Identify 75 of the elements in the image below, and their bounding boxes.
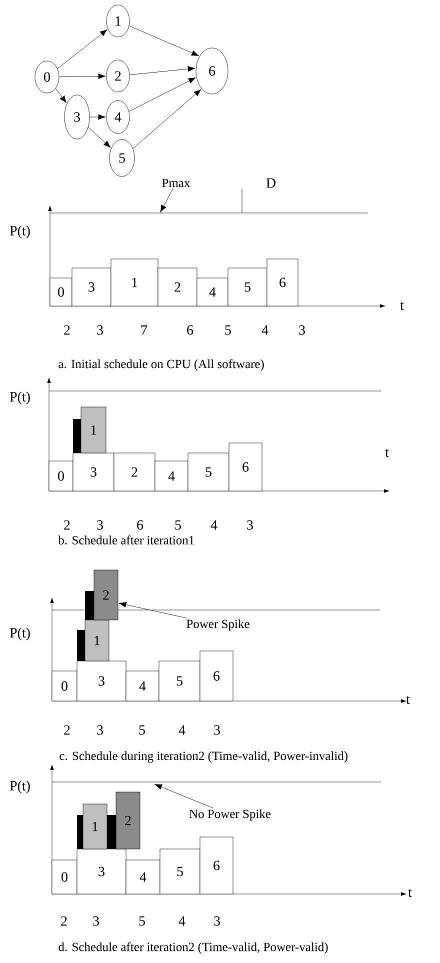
- caption: a. Initial schedule on CPU (All software): [58, 359, 264, 371]
- task-block: 0: [52, 670, 78, 702]
- task-block: 6: [200, 836, 234, 894]
- axis-label: 3: [247, 520, 253, 530]
- task-block: 6: [200, 650, 234, 702]
- annotation-text: Pmax: [162, 178, 190, 188]
- annotation-text: No Power Spike: [189, 809, 271, 821]
- axis-label: P(t): [10, 780, 30, 794]
- axis-label: t: [408, 888, 412, 897]
- axis-label: 2: [64, 325, 70, 335]
- task-block: 0: [52, 860, 78, 894]
- task-block: 4: [126, 670, 160, 702]
- axis-label: 4: [262, 325, 268, 335]
- axis-label: 3: [299, 325, 305, 335]
- axis-label: 4: [178, 725, 186, 735]
- axis-label: 5: [175, 520, 181, 530]
- arrow: [90, 114, 106, 120]
- axis-label: P(t): [10, 392, 30, 404]
- leader-line: [118, 602, 188, 618]
- task-block: 5: [158, 660, 200, 702]
- axis-label: 4: [210, 520, 218, 530]
- arrow: [88, 127, 111, 148]
- task-block: 4: [154, 460, 188, 492]
- task-block: 1: [82, 804, 108, 850]
- arrow: [59, 73, 106, 80]
- axis-label: 3: [214, 725, 220, 735]
- task-block: 6: [266, 258, 298, 306]
- axis-label: 5: [225, 325, 231, 335]
- task-block: 0: [50, 278, 72, 306]
- axis-label: t: [385, 448, 389, 457]
- task-block: 4: [126, 860, 160, 894]
- axis-label: 6: [137, 520, 144, 530]
- task-block: 6: [228, 442, 262, 492]
- arrow: [57, 29, 108, 69]
- task-block: 5: [160, 848, 200, 894]
- task-block: 4: [196, 278, 228, 306]
- arrow: [129, 66, 196, 76]
- axis-label: 3: [97, 325, 103, 335]
- axis-label: t: [400, 302, 404, 310]
- leader-line: [154, 784, 214, 808]
- axis-label: 3: [97, 520, 103, 530]
- arrow: [128, 77, 196, 112]
- annotation-text: Power Spike: [186, 619, 250, 631]
- axis-label: 4: [178, 916, 186, 926]
- axis-label: 6: [187, 325, 194, 335]
- axis-label: 2: [64, 725, 70, 735]
- task-block: 0: [48, 460, 74, 492]
- axis-label: P(t): [10, 628, 30, 640]
- task-block: 2: [158, 268, 198, 306]
- axis-label: 3: [214, 916, 220, 926]
- caption: d. Schedule after iteration2 (Time-valid, Power-valid): [58, 942, 328, 954]
- axis-label: 2: [61, 916, 67, 926]
- axis-label: D: [266, 178, 276, 188]
- task-block: 1: [110, 258, 158, 306]
- axis-label: 3: [93, 916, 99, 926]
- arrow: [128, 26, 199, 56]
- axis-label: 7: [141, 325, 148, 335]
- axis-label: P(t): [10, 226, 30, 238]
- axis-label: 5: [139, 916, 145, 926]
- caption: c. Schedule during iteration2 (Time-valid, Power-invalid): [60, 751, 348, 763]
- task-block: 2: [94, 570, 118, 620]
- axis-label: 3: [97, 725, 103, 735]
- arrow: [132, 89, 202, 149]
- axis-label: 2: [64, 520, 70, 530]
- task-block: 1: [80, 406, 106, 454]
- task-block: 5: [228, 268, 268, 306]
- arrow: [55, 88, 67, 104]
- task-block: 1: [84, 620, 110, 662]
- caption: b. Schedule after iteration1: [58, 536, 194, 544]
- task-block: 2: [114, 452, 156, 492]
- task-block: 5: [188, 452, 230, 492]
- axis-label: t: [406, 696, 410, 704]
- leader-line: [160, 188, 174, 212]
- axis-label: 5: [139, 725, 145, 735]
- task-block: 2: [116, 792, 140, 850]
